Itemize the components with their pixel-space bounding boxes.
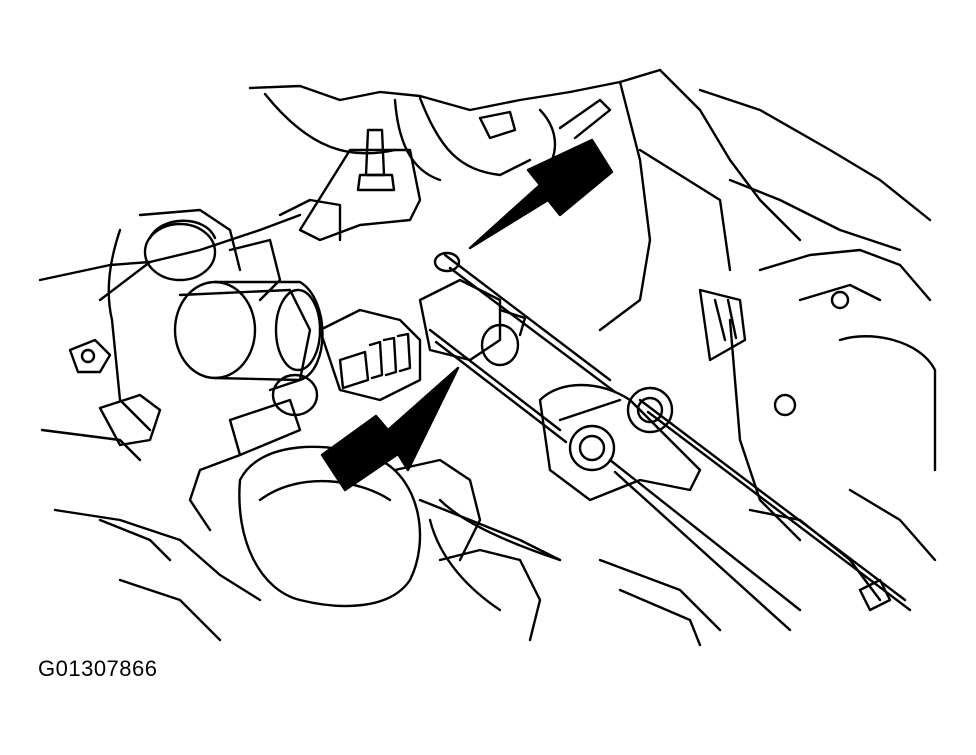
line-drawing [38,68,937,647]
shift-cables [428,251,912,632]
left-housing [38,128,422,602]
lower-housing [238,445,562,642]
connector-block [318,278,520,402]
upper-arrow-icon [468,138,614,250]
cable-clips [538,383,702,502]
upper-engine-outline [248,68,932,332]
figure-id-label: G01307866 [38,656,158,681]
right-bracket [698,248,937,612]
callout-arrows [320,138,614,492]
lower-arrow-icon [320,366,460,492]
engine-cable-illustration [38,68,937,647]
lower-hoses [118,498,722,647]
